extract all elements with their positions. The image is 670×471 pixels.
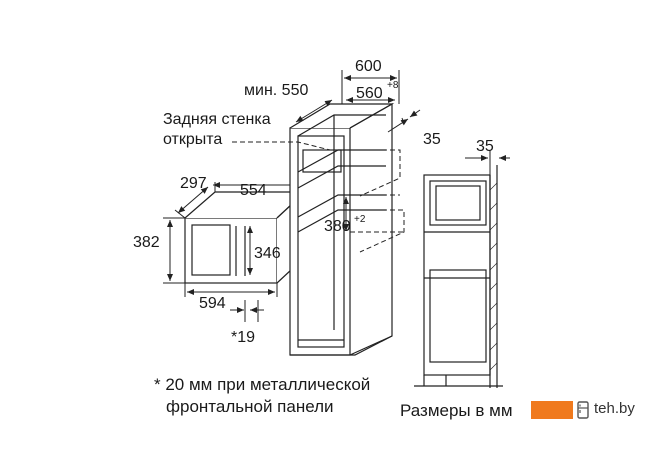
label-19: *19	[231, 329, 255, 346]
label-min-550: мин. 550	[244, 82, 308, 99]
cabinet-drawing	[289, 102, 395, 356]
microwave-drawing	[184, 190, 307, 284]
label-rear-wall-line1: Задняя стенка	[163, 111, 271, 128]
label-380: 380	[324, 218, 351, 235]
watermark-logo: teh.by	[531, 395, 667, 425]
label-35-cabinet: 35	[423, 131, 441, 148]
label-600: 600	[355, 58, 382, 75]
cabinet-hidden-lines	[232, 141, 405, 253]
side-view-drawing	[414, 165, 503, 388]
side-view-dimensions	[465, 150, 510, 175]
footnote-line-2: фронтальной панели	[166, 397, 334, 416]
cabinet-dimensions	[295, 70, 421, 231]
label-380-tolerance: +2	[354, 214, 366, 225]
label-382: 382	[133, 234, 160, 251]
label-35-side: 35	[476, 138, 494, 155]
label-560: 560	[356, 85, 383, 102]
units-label: Размеры в мм	[400, 401, 513, 420]
side-wall-hatch	[489, 182, 498, 371]
label-594: 594	[199, 295, 226, 312]
label-554: 554	[240, 182, 267, 199]
footnote-line-1: * 20 мм при металлической	[154, 375, 371, 394]
watermark-orange-bar	[531, 401, 573, 419]
watermark-text: teh.by	[594, 400, 635, 417]
fridge-icon	[577, 401, 589, 419]
label-297: 297	[180, 175, 207, 192]
label-rear-wall-line2: открыта	[163, 131, 222, 148]
label-346: 346	[254, 245, 281, 262]
label-560-tolerance: +8	[387, 80, 399, 91]
